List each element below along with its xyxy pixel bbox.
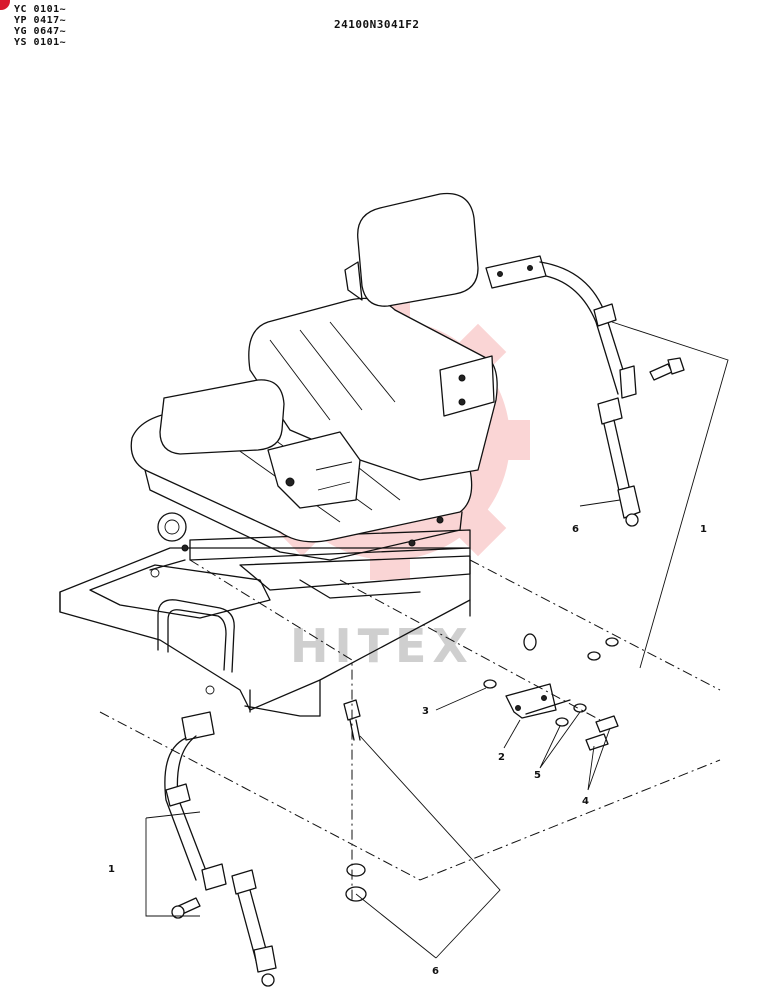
callout-belt-buckle-left: 6 (432, 966, 439, 977)
seat-back (248, 297, 498, 481)
headrest (344, 192, 479, 307)
corner-mark (0, 0, 10, 10)
seat-belt-left (164, 711, 277, 987)
washers-and-bolts (343, 633, 619, 902)
seat-slide-rails (189, 529, 471, 599)
alignment-lines (99, 559, 721, 900)
serial-range: YG 0647~ (14, 26, 67, 37)
callout-belt-assembly-right: 1 (700, 524, 707, 535)
serial-range: YP 0417~ (14, 15, 67, 26)
callout-bolts: 4 (582, 796, 589, 807)
callout-washers: 5 (534, 770, 541, 781)
mounting-bracket (505, 683, 571, 719)
watermark-text: HITEX (290, 619, 474, 673)
serial-range: YC 0101~ (14, 4, 67, 15)
mounting-plate (59, 547, 471, 717)
callout-belt-assembly-left: 1 (108, 864, 115, 875)
bolt-icon (649, 357, 685, 381)
leader-lines (145, 321, 729, 959)
seat-belt-right (485, 255, 641, 527)
callout-washer: 3 (422, 706, 429, 717)
callout-belt-buckle-right: 6 (572, 524, 579, 535)
grab-handle (157, 599, 235, 673)
serial-range: YS 0101~ (14, 37, 67, 48)
drawing-code: 24100N3041F2 (334, 18, 420, 31)
callout-bracket: 2 (498, 752, 505, 763)
serial-ranges: YC 0101~ YP 0417~ YG 0647~ YS 0101~ (14, 4, 66, 48)
left-armrest (159, 379, 361, 509)
